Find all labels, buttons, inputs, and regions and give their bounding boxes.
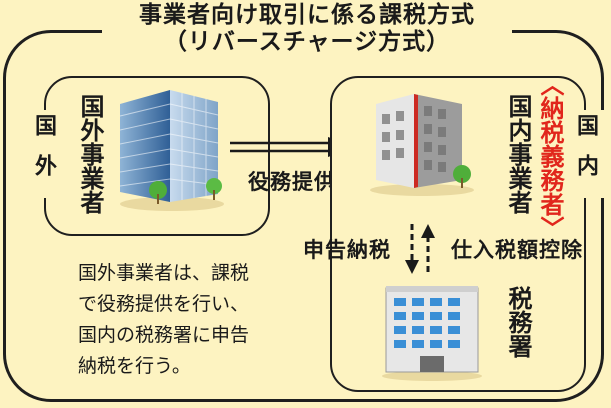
overseas-business-label: 国外事業者: [76, 94, 104, 214]
diagram-title: 事業者向け取引に係る課税方式 （リバースチャージ方式）: [102, 2, 512, 64]
title-line-2: （リバースチャージ方式）: [163, 29, 451, 55]
service-flow-label: 役務提供: [248, 170, 336, 194]
filing-down-arrow-icon: [405, 224, 419, 274]
description-line-3: 国内の税務署に申告: [78, 324, 250, 346]
description-text: 国外事業者は、課税 で役務提供を行い、 国内の税務署に申告 納税を行う。: [78, 258, 318, 382]
overseas-office-building-icon: [119, 90, 224, 211]
filing-flow-label: 申告納税: [303, 238, 391, 262]
tax-office-label: 税務署: [504, 286, 532, 358]
title-line-1: 事業者向け取引に係る課税方式: [139, 2, 475, 28]
deduction-flow-label: 仕入税額控除: [451, 238, 583, 262]
domestic-side-strip: 国内: [572, 110, 606, 198]
overseas-side-label: 国外: [31, 114, 56, 194]
domestic-side-label: 国内: [573, 114, 598, 194]
deduction-up-arrow-icon: [421, 224, 435, 274]
description-line-4: 納税を行う。: [78, 355, 191, 377]
description-line-2: で役務提供を行い、: [78, 293, 250, 315]
taxpayer-note: 〈納税義務者〉: [536, 72, 564, 240]
tax-office-building-icon: [382, 286, 482, 381]
overseas-side-strip: 国外: [30, 110, 64, 198]
domestic-office-building-icon: [370, 94, 474, 196]
domestic-business-label: 国内事業者: [504, 94, 532, 214]
description-line-1: 国外事業者は、課税: [78, 262, 250, 284]
